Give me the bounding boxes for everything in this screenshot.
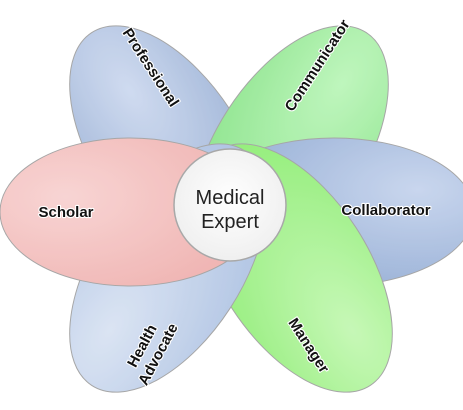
label-scholar: Scholar (38, 204, 93, 221)
label-collaborator: Collaborator (341, 202, 430, 219)
center-circle (173, 148, 287, 262)
center-label-line1: Medical (196, 187, 265, 209)
center-label-line2: Expert (201, 211, 259, 233)
